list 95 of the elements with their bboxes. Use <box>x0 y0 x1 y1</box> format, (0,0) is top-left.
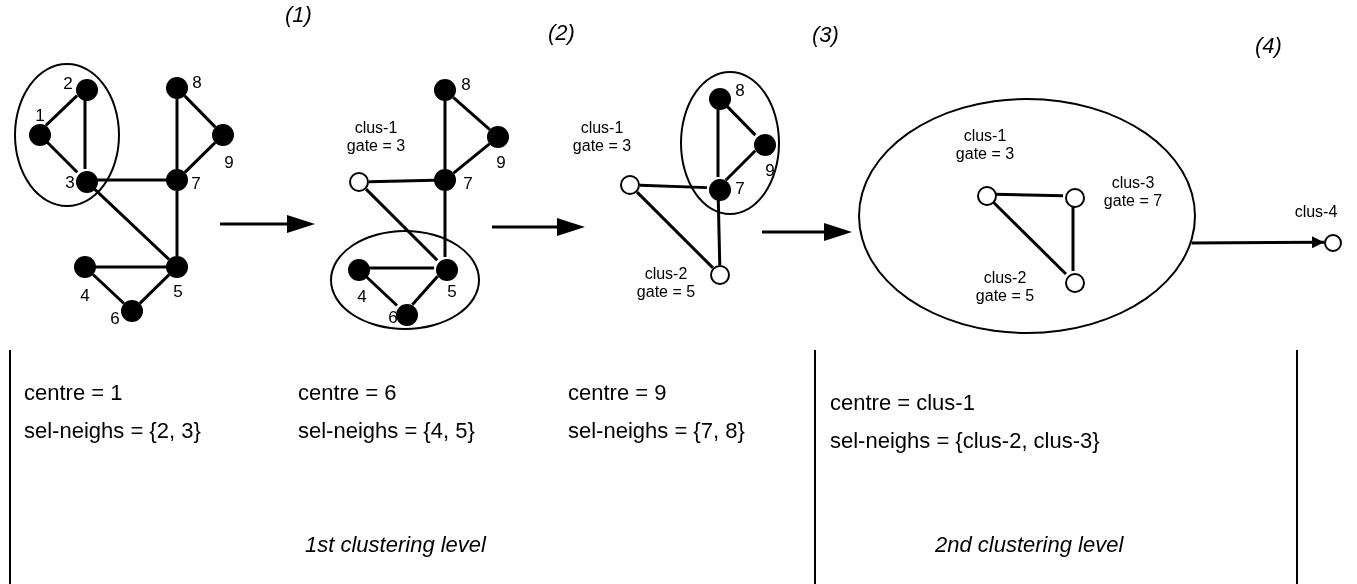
level-caption: 1st clustering level <box>305 532 486 558</box>
step-note: centre = 1 <box>24 380 123 406</box>
vertex-dot <box>436 259 458 281</box>
edge-line <box>96 265 166 269</box>
cluster-node <box>620 175 640 195</box>
edge-line <box>92 273 125 305</box>
cluster-ellipse <box>858 98 1196 334</box>
step-number: (3) <box>812 22 839 48</box>
edge-line <box>175 191 179 256</box>
vertex-dot <box>709 179 731 201</box>
edge-line <box>443 101 447 169</box>
vertex-dot <box>121 300 143 322</box>
step-note: centre = 9 <box>568 380 667 406</box>
step-number: (4) <box>1255 33 1282 59</box>
vertex-dot <box>166 256 188 278</box>
cluster-node <box>710 265 730 285</box>
edge-line <box>368 178 435 184</box>
vertex-number: 8 <box>735 80 745 100</box>
edge-line <box>44 94 79 127</box>
vertex-number: 1 <box>35 105 45 125</box>
cluster-label: clus-1 gate = 3 <box>571 119 633 155</box>
cluster-label: clus-1 gate = 3 <box>954 127 1016 163</box>
cluster-node <box>349 172 369 192</box>
cluster-label: clus-2 gate = 5 <box>635 265 697 301</box>
edge-line <box>724 149 757 182</box>
cluster-label: clus-1 gate = 3 <box>345 119 407 155</box>
edge-line <box>175 99 179 169</box>
step-note: sel-neighs = {4, 5} <box>298 418 475 444</box>
step-note: sel-neighs = {2, 3} <box>24 418 201 444</box>
vertex-number: 7 <box>735 178 745 198</box>
vertex-number: 7 <box>191 173 201 193</box>
vertex-dot <box>434 79 456 101</box>
vertex-number: 9 <box>496 152 506 172</box>
step-note: sel-neighs = {7, 8} <box>568 418 745 444</box>
vertex-number: 7 <box>463 173 473 193</box>
vertex-number: 4 <box>80 285 90 305</box>
edge-line <box>364 274 398 307</box>
vertex-number: 9 <box>224 152 234 172</box>
vertex-dot <box>434 169 456 191</box>
vertex-dot <box>396 304 418 326</box>
edge-line <box>452 96 491 131</box>
vertex-dot <box>166 77 188 99</box>
vertex-number: 9 <box>765 160 775 180</box>
edge-line <box>365 188 439 262</box>
vertex-number: 5 <box>173 281 183 301</box>
step-note: centre = clus-1 <box>830 390 975 416</box>
vertex-dot <box>348 259 370 281</box>
edge-line <box>639 183 708 190</box>
cluster-ellipse <box>14 63 120 207</box>
edge-line <box>96 178 166 182</box>
vertex-dot <box>76 171 98 193</box>
vertex-dot <box>76 79 98 101</box>
edge-line <box>183 141 217 174</box>
edge-line <box>716 108 720 177</box>
edge-line <box>716 198 722 266</box>
cluster-label: clus-3 gate = 7 <box>1102 174 1164 210</box>
level-caption: 2nd clustering level <box>935 532 1124 558</box>
edge-line <box>452 142 491 175</box>
cluster-node <box>1324 234 1342 252</box>
vertex-dot <box>709 88 731 110</box>
cluster-node <box>977 186 997 206</box>
cluster-node <box>1065 273 1085 293</box>
edge-line <box>138 273 171 305</box>
vertex-number: 6 <box>388 307 398 327</box>
vertex-number: 5 <box>447 281 457 301</box>
cluster-ellipse <box>330 230 480 330</box>
arrow <box>1191 236 1325 249</box>
edge-line <box>1071 206 1075 271</box>
vertex-number: 6 <box>110 308 120 328</box>
vertex-dot <box>754 134 776 156</box>
cluster-label: clus-4 <box>1294 203 1338 221</box>
vertex-number: 2 <box>63 73 73 93</box>
step-number: (2) <box>548 20 575 46</box>
edge-line <box>83 99 87 169</box>
vertex-dot <box>29 124 51 146</box>
step-note: sel-neighs = {clus-2, clus-3} <box>830 428 1100 454</box>
vertex-dot <box>212 124 234 146</box>
step-number: (1) <box>285 2 312 28</box>
vertex-dot <box>166 169 188 191</box>
edge-line <box>991 199 1067 276</box>
edge-line <box>443 191 447 257</box>
vertex-number: 8 <box>461 74 471 94</box>
cluster-node <box>1065 188 1085 208</box>
vertex-number: 8 <box>192 72 202 92</box>
edge-line <box>636 191 714 269</box>
cluster-ellipse <box>680 71 780 215</box>
edge-line <box>368 266 434 270</box>
cluster-label: clus-2 gate = 5 <box>974 269 1036 305</box>
edge-line <box>411 275 439 306</box>
vertex-number: 3 <box>65 172 75 192</box>
vertex-dot <box>487 126 509 148</box>
step-note: centre = 6 <box>298 380 397 406</box>
vertex-number: 4 <box>357 286 367 306</box>
edge-line <box>183 94 217 129</box>
vertex-dot <box>74 256 96 278</box>
